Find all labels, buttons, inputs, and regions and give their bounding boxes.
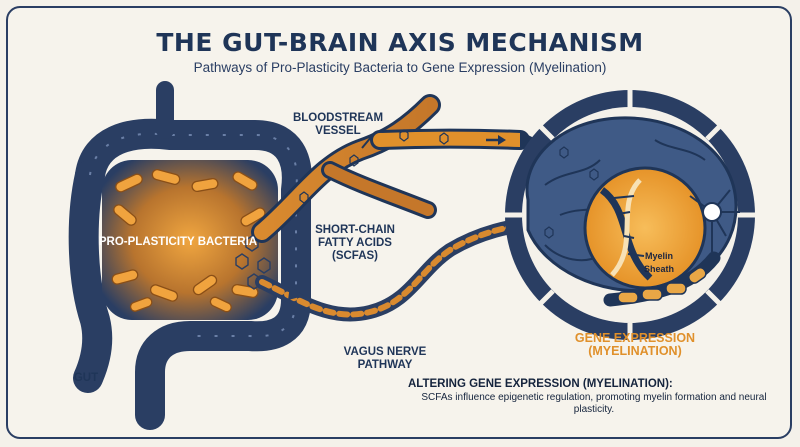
description-heading: ALTERING GENE EXPRESSION (MYELINATION): [408,378,673,390]
gene-expression-label: GENE EXPRESSION (MYELINATION) [574,331,696,358]
vagus-label: VAGUS NERVE PATHWAY [343,346,427,371]
gut-illustration [68,81,312,430]
bacteria-label: PRO-PLASTICITY BACTERIA [98,236,258,248]
vagus-nerve [255,215,547,322]
bloodstream-label: BLOODSTREAM VESSEL [292,112,384,137]
diagram-title: THE GUT-BRAIN AXIS MECHANISM [156,28,644,57]
scfa-label: SHORT-CHAIN FATTY ACIDS (SCFAs) [315,224,395,262]
bloodstream-vessel [251,94,538,243]
gut-label: GUT [73,372,99,384]
brain-illustration [505,90,755,340]
diagram-subtitle: Pathways of Pro-Plasticity Bacteria to G… [193,60,607,75]
myelin-label: Myelin Sheath [643,251,674,274]
description-body: SCFAs influence epigenetic regulation, p… [421,392,767,415]
neuron-icon [689,189,740,252]
